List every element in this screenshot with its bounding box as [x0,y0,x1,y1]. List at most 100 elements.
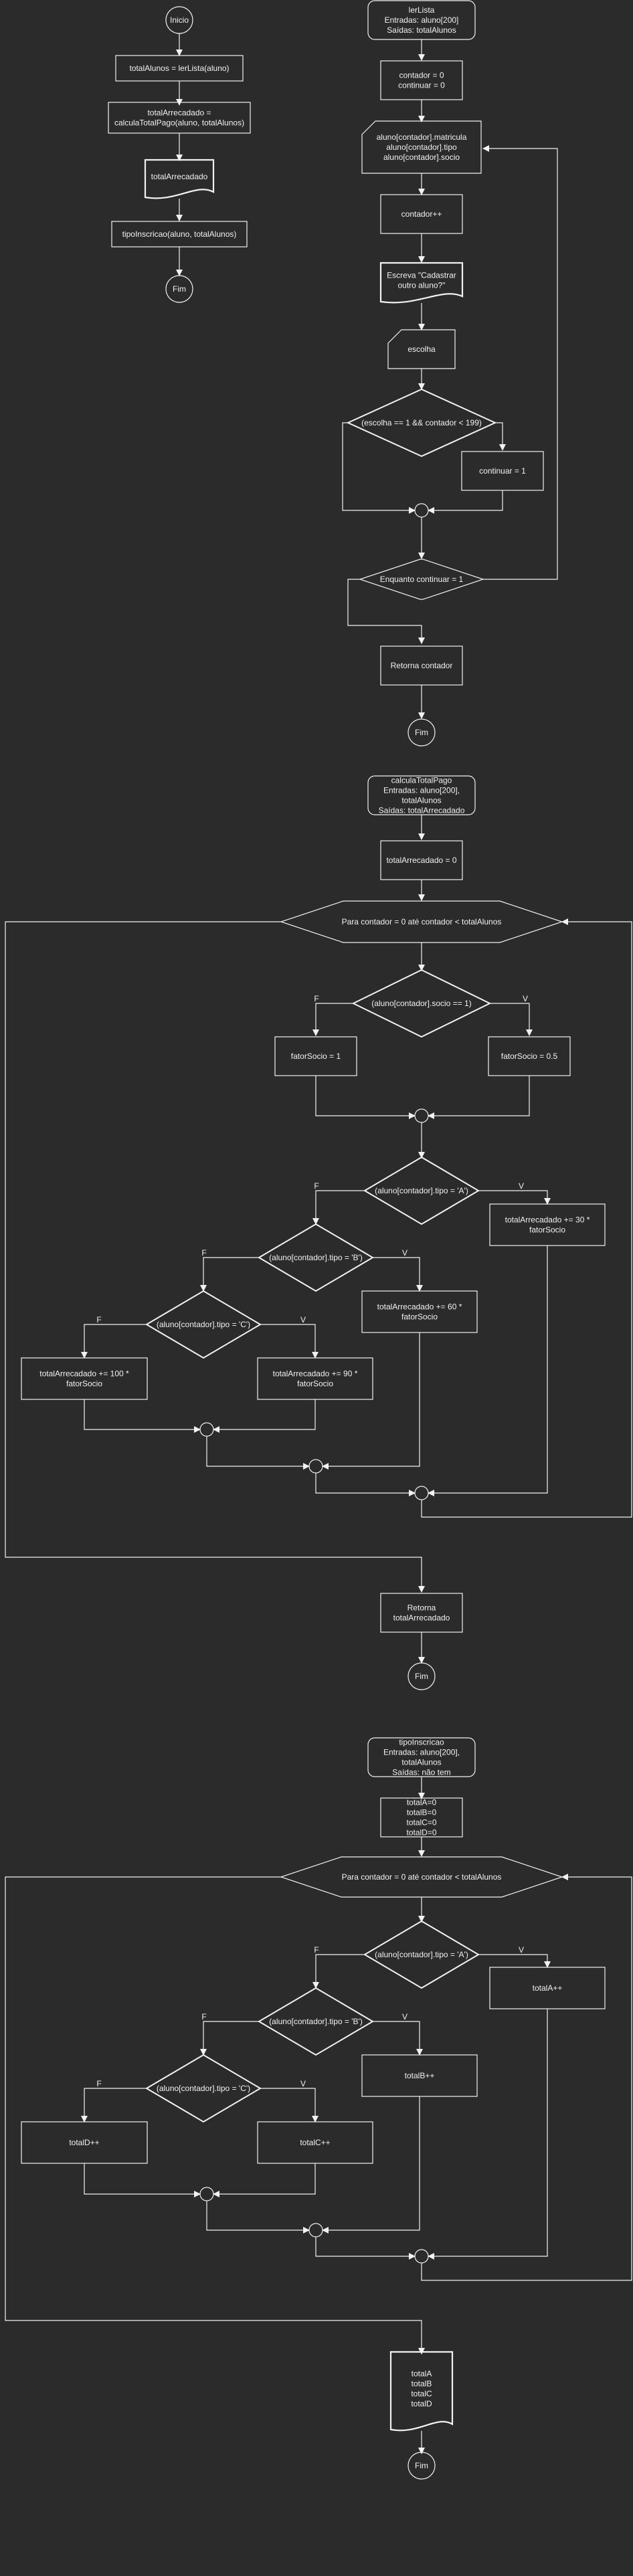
calcula-edge-b-false [200,1257,259,1292]
calcula-end-terminal-label: Fim [415,1672,428,1681]
tipo-c-false-box [21,2121,148,2164]
tipo-edge-loop-back [421,1874,632,2281]
lerlista-prompt-document [379,262,464,304]
lerlista-increment-box [380,194,463,234]
tipo-init-box [380,1797,463,1838]
lerlista-end-terminal [408,718,436,747]
calcula-merge-a [414,1486,429,1500]
lerlista-loop-cond-hexagon [359,559,484,600]
calcula-tipo-c-cond-label: (aluno[contador].tipo = 'C') [157,1320,250,1329]
lerlista-edge-merge-false [342,422,416,514]
lerlista-edge-true [495,422,506,451]
main-start-terminal-label: Inicio [170,15,189,25]
tipo-edge-merge-b-out [315,2237,416,2260]
tipo-edge-loop-exit [5,1876,425,2355]
main-end-terminal [165,275,193,303]
tipo-merge-c [199,2187,214,2201]
lerlista-return: Retorna contador [391,661,453,670]
lerlista-edge-loop-back [482,145,558,580]
tipo-c-cond-label: (aluno[contador].tipo = 'C') [157,2084,250,2093]
calcula-tipo-a-action: totalArrecadado += 30 *fatorSocio [505,1215,590,1235]
main-call-lerlista-box [115,55,244,82]
lerlista-header-box [367,0,476,40]
calcula-edge-a-false [312,1190,365,1225]
calcula-tipo-a-cond-label: (aluno[contador].tipo = 'A') [375,1186,468,1195]
tipo-edge-c-true [260,2088,319,2122]
calcula-tipo-b-action: totalArrecadado += 60 *fatorSocio [377,1302,462,1322]
calcula-tipo-c-cond-diamond [145,1290,262,1359]
calcula-init: totalArrecadado = 0 [386,856,456,865]
tipo-edge-c-true-merge [213,2163,316,2197]
calcula-edge-a-true-merge [428,1246,548,1496]
calcula-tipo-b-action-box [361,1290,478,1333]
calcula-tipo-c-true-box [257,1357,373,1400]
lerlista-set-continue-box [461,451,544,491]
calcula-edge-f05-merge [428,1076,530,1119]
tipo-end-terminal [408,2452,436,2480]
calcula-a-true-label: V [519,1181,524,1191]
calcula-c-true-label: V [300,1315,306,1324]
lerlista-read-label: escolha [408,344,436,354]
main-call-tipoinscricao: tipoInscricao(aluno, totalAlunos) [122,229,237,239]
calcula-edge-b-true [373,1257,423,1292]
tipo-c-true: totalC++ [300,2138,330,2147]
tipo-c-false: totalD++ [69,2138,99,2147]
tipo-edge-merge-c-out [206,2201,310,2234]
calcula-merge-c [199,1422,214,1437]
calcula-c-false-label: F [96,1315,101,1324]
calcula-merge-b [308,1459,323,1474]
calcula-socio-true-label: V [523,994,528,1003]
tipo-c-false-label: F [96,2079,101,2088]
tipo-edge-a-true-merge [428,2009,548,2260]
calcula-tipo-a-action-box [489,1203,606,1246]
lerlista-end-terminal-label: Fim [415,728,428,737]
main-start-terminal [165,6,193,34]
tipo-a-action: totalA++ [533,1983,563,1993]
calcula-fator-1-box [274,1036,357,1076]
tipo-b-action-box [361,2054,478,2097]
lerlista-edge-exit [347,579,425,644]
tipo-b-action: totalB++ [405,2071,435,2080]
calcula-merge-socio [414,1108,429,1123]
calcula-fator-05-box [488,1036,571,1076]
calcula-tipo-b-cond-label: (aluno[contador].tipo = 'B') [269,1253,363,1262]
tipo-edge-b-true [373,2021,423,2056]
tipo-b-cond-label: (aluno[contador].tipo = 'B') [269,2017,363,2026]
tipo-b-false-label: F [201,2012,206,2021]
main-call-calcula-box [108,102,251,134]
calcula-fator-05: fatorSocio = 0.5 [501,1052,558,1061]
calcula-a-false-label: F [314,1181,319,1191]
tipo-a-action-box [489,1967,606,2009]
tipo-a-cond-label: (aluno[contador].tipo = 'A') [375,1950,468,1959]
calcula-edge-c-false [81,1324,147,1359]
calcula-tipo-c-true: totalArrecadado += 90 *fatorSocio [273,1369,358,1389]
tipo-edge-a-true [478,1954,551,1968]
main-print-total-document [144,159,215,199]
calcula-edge-f1-merge [315,1076,416,1119]
calcula-return-box [380,1593,463,1633]
lerlista-decision-diamond [346,388,497,458]
calcula-tipo-c-false-box [21,1357,148,1400]
tipo-loop-label: Para contador = 0 até contador < totalAl… [342,1872,502,1882]
lerlista-merge-node [414,503,429,518]
calcula-edge-loop-exit [5,921,425,1593]
lerlista-init-box [380,60,463,100]
lerlista-edge-merge-true [428,490,503,514]
tipo-c-true-box [257,2121,373,2164]
lerlista-return-box [380,646,463,686]
main-end-terminal-label: Fim [173,284,186,294]
calcula-edge-merge-b-out [315,1473,416,1496]
calcula-socio-false-label: F [314,994,319,1003]
calcula-edge-loop-back [421,918,632,1518]
main-print-total-label: totalArrecadado [151,172,208,181]
tipo-edge-c-false-merge [84,2163,201,2197]
tipo-a-true-label: V [519,1945,524,1955]
tipo-a-cond-diamond [363,1920,480,1989]
tipo-output-document [389,2351,454,2432]
